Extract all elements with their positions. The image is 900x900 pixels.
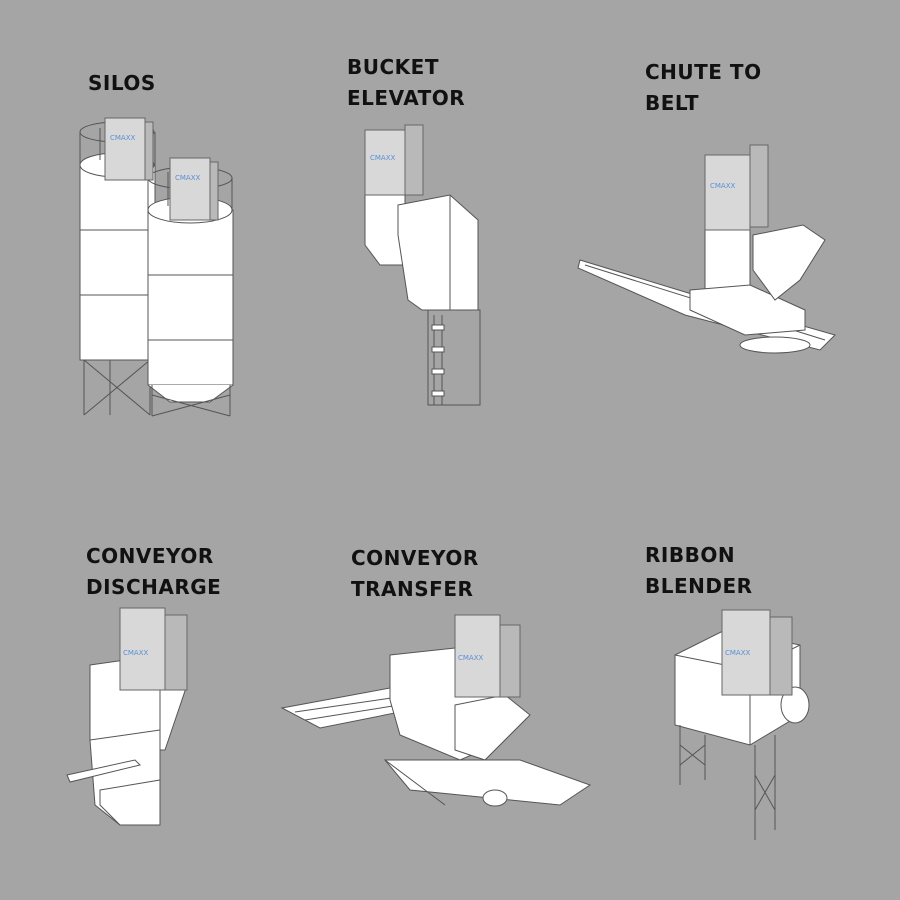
ribbon-blender-label: RIBBON BLENDER (645, 543, 753, 598)
chute-to-belt-label: CHUTE TO BELT (645, 60, 762, 115)
conveyor-transfer-illustration: CMAXX (280, 610, 590, 815)
silos-illustration: CMAXX CMAXX (70, 110, 250, 420)
conveyor-discharge-illustration: CMAXX (65, 600, 200, 830)
ribbon-blender-illustration: CMAXX (670, 605, 815, 845)
chute-to-belt-illustration: CMAXX (575, 140, 845, 365)
brand-text: CMAXX (725, 649, 751, 657)
brand-text: CMAXX (110, 134, 136, 142)
silos-label: SILOS (88, 71, 156, 95)
brand-text: CMAXX (458, 654, 484, 662)
brand-text: CMAXX (123, 649, 149, 657)
brand-text: CMAXX (370, 154, 396, 162)
brand-text: CMAXX (175, 174, 201, 182)
brand-text: CMAXX (710, 182, 736, 190)
conveyor-transfer-label: CONVEYOR TRANSFER (351, 546, 479, 601)
bucket-elevator-illustration: CMAXX (360, 125, 490, 410)
bucket-elevator-label: BUCKET ELEVATOR (347, 55, 466, 110)
conveyor-discharge-label: CONVEYOR DISCHARGE (86, 544, 222, 599)
